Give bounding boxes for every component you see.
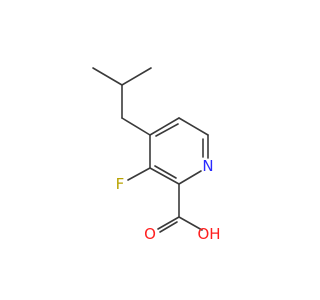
bond-c-o-double-b [159, 221, 178, 233]
structure-diagram: N F O OH [92, 67, 221, 243]
bond-ch3a-ch [92, 67, 123, 86]
bond-c3-f [127, 167, 151, 181]
molecule-canvas: N F O OH [92, 67, 221, 243]
atom-label-carbonyl-oxygen: O [144, 225, 156, 243]
bond-c4-c5-inner [155, 123, 179, 137]
bond-c-o-double-a [157, 216, 180, 230]
bond-ch-ch3b [121, 67, 152, 86]
bond-c2-c3 [149, 167, 180, 185]
bond-c5-c6 [178, 117, 209, 136]
bond-c2-c3-inner [154, 165, 177, 179]
bond-n-c2 [178, 170, 202, 185]
atom-label-hydroxyl: OH [197, 225, 220, 243]
bond-ch2-c4 [121, 117, 151, 136]
bond-c-oh [178, 216, 203, 231]
atom-label-fluorine: F [116, 175, 125, 193]
bond-c4-c5 [149, 117, 180, 136]
atom-label-nitrogen: N [202, 157, 213, 175]
